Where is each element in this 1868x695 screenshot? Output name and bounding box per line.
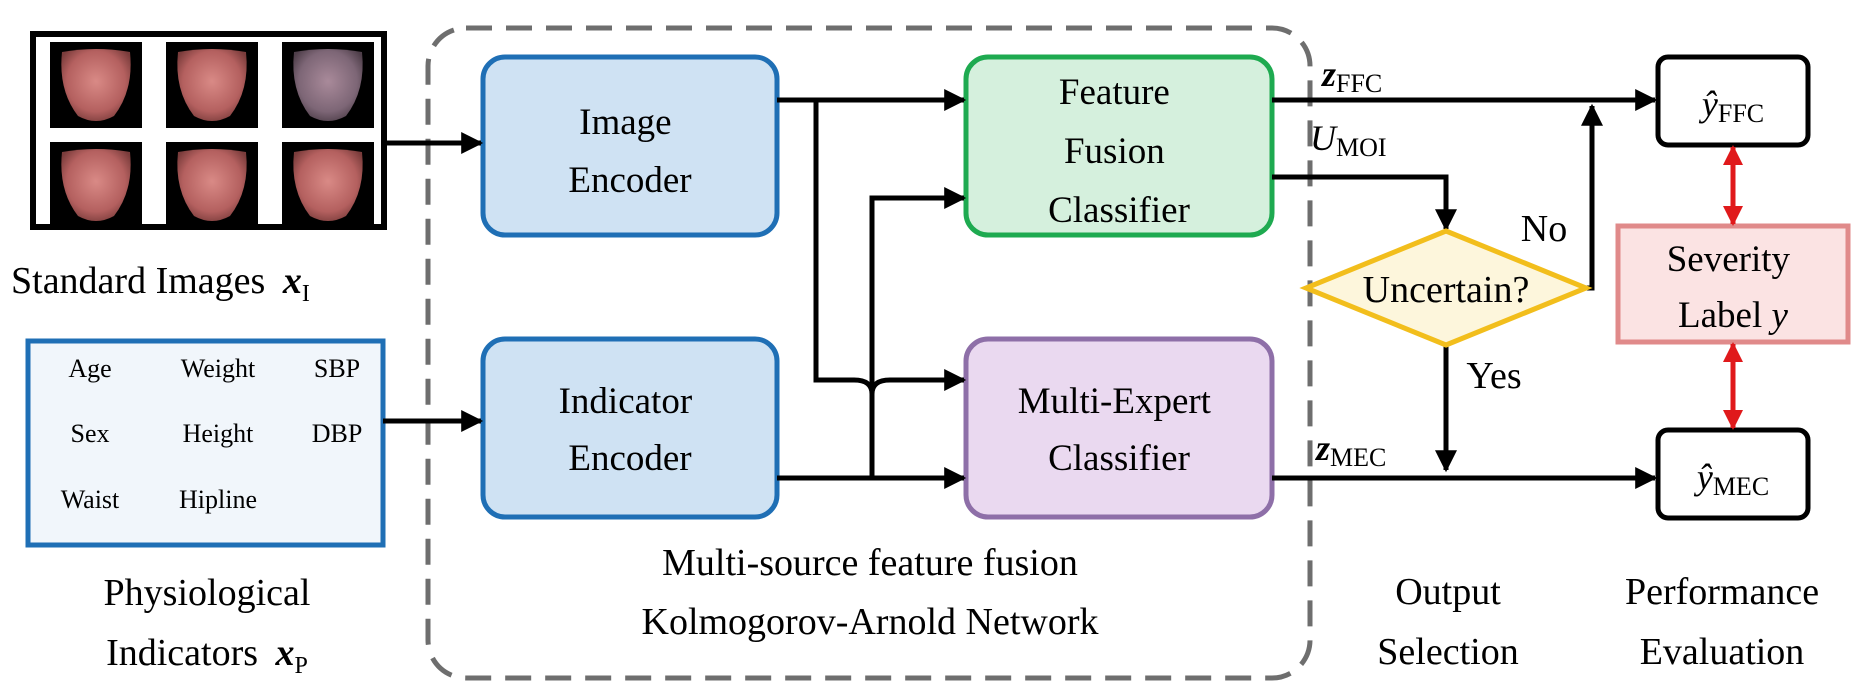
image-encoder-label: Image Encoder xyxy=(568,102,691,201)
no-label: No xyxy=(1521,208,1567,250)
physiological-indicators-panel xyxy=(25,338,386,548)
indicator-field-sex: Sex xyxy=(71,419,110,448)
kan-caption-line2: Kolmogorov-Arnold Network xyxy=(642,601,1099,643)
severity-label-text: Severity Label y xyxy=(1667,239,1800,336)
uncertain-decision-diamond xyxy=(1299,228,1593,348)
indicator-field-waist: Waist xyxy=(61,485,120,514)
indicator-field-age: Age xyxy=(68,354,111,383)
u-moi-label: UMOI xyxy=(1310,118,1387,162)
kan-region xyxy=(425,25,1313,681)
yes-label: Yes xyxy=(1466,355,1521,397)
z-mec-label: zMEC xyxy=(1314,428,1386,472)
tongue-image xyxy=(293,149,363,221)
indicator-field-hipline: Hipline xyxy=(179,485,257,514)
y-mec-label: ŷMEC xyxy=(1694,457,1769,501)
feature-fusion-classifier-box xyxy=(963,54,1275,238)
arrow-image-to-mec xyxy=(813,100,967,395)
uncertain-decision-label: Uncertain? xyxy=(1363,269,1530,311)
tongue-image xyxy=(293,49,363,121)
tongue-image xyxy=(61,49,131,121)
tongue-image xyxy=(177,49,247,121)
z-ffc-label: zFFC xyxy=(1320,54,1382,98)
standard-images-label: Standard Images xI xyxy=(11,260,310,307)
indicator-encoder-label: Indicator Encoder xyxy=(559,381,702,479)
output-selection-caption-line2: Selection xyxy=(1377,631,1518,673)
arrow-indicator-to-ffc xyxy=(869,187,967,478)
connections xyxy=(383,89,1658,489)
arrow-decision-no xyxy=(1581,103,1603,291)
performance-caption-line1: Performance xyxy=(1625,571,1819,613)
multi-expert-classifier-label: Multi-Expert Classifier xyxy=(1018,381,1220,479)
y-ffc-label: ŷFFC xyxy=(1699,84,1764,128)
arrow-umoi-to-decision xyxy=(1272,174,1457,232)
indicator-fields: Age Weight SBP Sex Height DBP Waist Hipline xyxy=(61,354,363,514)
standard-images-panel xyxy=(30,31,387,230)
indicator-field-height: Height xyxy=(183,419,255,448)
indicator-encoder-box xyxy=(480,336,780,520)
tongue-image xyxy=(61,149,131,221)
kan-caption-line1: Multi-source feature fusion xyxy=(662,542,1078,584)
multi-expert-classifier-box xyxy=(963,336,1275,520)
indicator-field-dbp: DBP xyxy=(312,419,363,448)
output-selection-caption-line1: Output xyxy=(1395,571,1501,613)
indicator-field-weight: Weight xyxy=(181,354,256,383)
physiological-label-line1: Physiological xyxy=(104,572,311,614)
feature-fusion-classifier-label: Feature Fusion Classifier xyxy=(1048,72,1190,231)
tongue-image xyxy=(177,149,247,221)
performance-caption-line2: Evaluation xyxy=(1640,631,1805,673)
indicator-field-sbp: SBP xyxy=(314,354,360,383)
physiological-label-line2: Indicators xP xyxy=(106,632,308,679)
y-mec-box xyxy=(1655,427,1811,521)
image-encoder-box xyxy=(480,54,780,238)
